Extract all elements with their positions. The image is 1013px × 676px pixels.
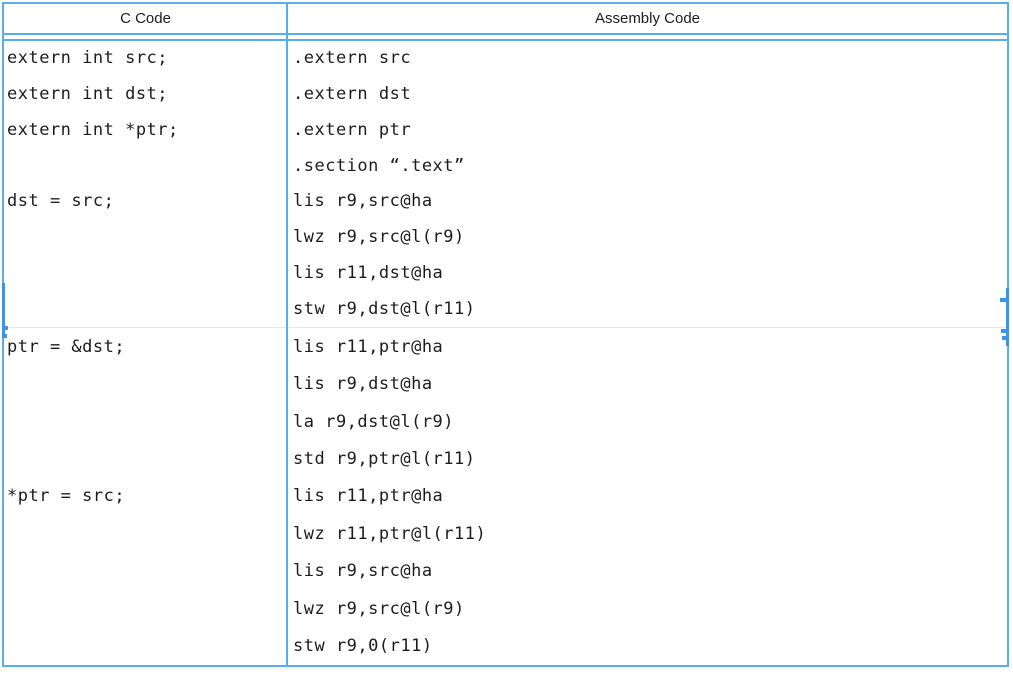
c-code-line xyxy=(4,291,287,327)
c-code-line xyxy=(4,515,287,552)
c-code-line xyxy=(4,440,287,477)
assembly-code-line: lwz r9,src@l(r9) xyxy=(293,598,465,619)
code-row: lis r11,dst@ha xyxy=(4,255,1007,291)
c-code-line xyxy=(4,628,287,665)
assembly-code-line: stw r9,dst@l(r11) xyxy=(293,299,476,320)
table-bottom-border xyxy=(2,665,1009,667)
c-code-line xyxy=(4,403,287,440)
column-header-c-code: C Code xyxy=(120,9,171,27)
code-row: dst = src; lis r9,src@ha xyxy=(4,184,1007,220)
assembly-code-line: .extern dst xyxy=(293,83,412,104)
left-row-marker-tick xyxy=(2,326,8,330)
assembly-code-line: lwz r9,src@l(r9) xyxy=(293,227,465,248)
assembly-code-line: .extern ptr xyxy=(293,119,412,140)
column-header-assembly-code: Assembly Code xyxy=(594,9,701,27)
code-row: extern int *ptr; .extern ptr xyxy=(4,112,1007,148)
assembly-code-line: lis r11,ptr@ha xyxy=(293,336,444,357)
c-code-line xyxy=(4,219,287,255)
assembly-code-line: .section “.text” xyxy=(293,155,465,176)
assembly-code-line: la r9,dst@l(r9) xyxy=(293,411,455,432)
code-row: stw r9,0(r11) xyxy=(4,628,1007,665)
right-row-marker xyxy=(1006,288,1009,346)
code-row: *ptr = src; lis r11,ptr@ha xyxy=(4,478,1007,515)
table-top-border xyxy=(2,2,1009,4)
code-row: lwz r11,ptr@l(r11) xyxy=(4,515,1007,552)
c-code-line xyxy=(4,365,287,402)
code-row: ptr = &dst; lis r11,ptr@ha xyxy=(4,328,1007,365)
code-row: lis r9,src@ha xyxy=(4,553,1007,590)
code-row: la r9,dst@l(r9) xyxy=(4,403,1007,440)
code-row: stw r9,dst@l(r11) xyxy=(4,291,1007,327)
c-code-line: *ptr = src; xyxy=(7,486,126,507)
table-section-declarations: extern int src; .extern src extern int dst… xyxy=(4,40,1007,327)
left-row-marker xyxy=(2,283,5,337)
code-row: extern int src; .extern src xyxy=(4,40,1007,76)
assembly-code-line: .extern src xyxy=(293,47,412,68)
left-row-marker-tick xyxy=(2,334,7,338)
assembly-code-line: lis r9,dst@ha xyxy=(293,374,433,395)
assembly-code-line: stw r9,0(r11) xyxy=(293,636,433,657)
assembly-code-line: lis r9,src@ha xyxy=(293,561,433,582)
assembly-code-line: lis r9,src@ha xyxy=(293,191,433,212)
table-section-pointers: ptr = &dst; lis r11,ptr@ha lis r9,dst@ha la… xyxy=(4,328,1007,665)
right-row-marker-tick xyxy=(1002,336,1007,340)
code-row: .section “.text” xyxy=(4,148,1007,184)
code-row: lwz r9,src@l(r9) xyxy=(4,590,1007,627)
c-code-line: extern int dst; xyxy=(7,83,169,104)
c-code-line xyxy=(4,255,287,291)
column-divider xyxy=(286,2,288,667)
assembly-code-line: lis r11,ptr@ha xyxy=(293,486,444,507)
code-row: std r9,ptr@l(r11) xyxy=(4,440,1007,477)
assembly-code-line: lis r11,dst@ha xyxy=(293,263,444,284)
header-bottom-border xyxy=(2,33,1009,35)
right-row-marker-tick xyxy=(1000,298,1007,302)
c-code-line: dst = src; xyxy=(7,191,115,212)
right-row-marker-tick xyxy=(1001,329,1007,333)
c-code-line xyxy=(4,553,287,590)
c-code-line: extern int src; xyxy=(7,47,169,68)
assembly-code-line: std r9,ptr@l(r11) xyxy=(293,449,476,470)
body-top-border xyxy=(2,39,1009,41)
code-row: lwz r9,src@l(r9) xyxy=(4,219,1007,255)
c-code-line: ptr = &dst; xyxy=(7,336,126,357)
assembly-code-line: lwz r11,ptr@l(r11) xyxy=(293,523,487,544)
code-row: lis r9,dst@ha xyxy=(4,365,1007,402)
code-row: extern int dst; .extern dst xyxy=(4,76,1007,112)
c-code-line: extern int *ptr; xyxy=(7,119,179,140)
row-separator-line xyxy=(2,327,1009,328)
c-code-line xyxy=(4,590,287,627)
c-code-line xyxy=(4,148,287,184)
